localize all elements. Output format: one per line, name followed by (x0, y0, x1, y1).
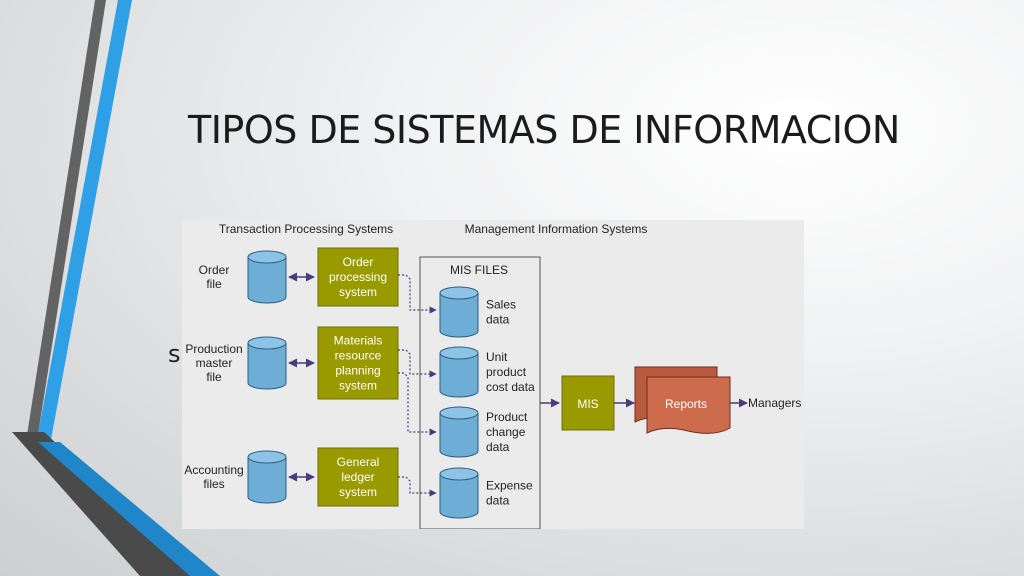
tps-file-cylinder-0-top (247, 250, 287, 264)
tps-file-label-2-line-0: Accounting (184, 463, 243, 477)
tps-file-cylinder-2-body (247, 457, 287, 504)
left-decorative-stripes (12, 0, 220, 576)
tps-system-box-1 (317, 326, 399, 400)
managers-label: Managers (748, 396, 801, 410)
reports-doc-front (646, 376, 731, 434)
mis-file-label-0-line-0: Sales (486, 298, 516, 312)
mis-file-label-3-line-0: Expense (486, 479, 533, 493)
tps-file-label-2-line-1: files (203, 477, 224, 491)
tps-mis-diagram: Transaction Processing Systems Managemen… (182, 220, 804, 529)
tps-file-cylinder-1-top (247, 336, 287, 350)
dotted-connector-1 (398, 349, 437, 378)
tps-system-label-2-line-2: system (339, 485, 377, 499)
mis-file-label-1-line-1: product (486, 365, 527, 379)
tps-system-box-0 (317, 247, 399, 307)
mis-file-label-2-line-0: Product (486, 410, 528, 424)
tps-file-label-0-line-1: file (206, 277, 222, 291)
mis-file-cylinder-1-top (439, 346, 479, 360)
mis-file-cylinder-3-body (439, 474, 479, 519)
tps-system-label-0-line-1: processing (329, 270, 387, 284)
tps-system-label-0-line-2: system (339, 285, 377, 299)
mis-file-label-1-line-2: cost data (486, 380, 535, 394)
diagram-dynamic-layer: OrderfileOrderprocessingsystemProduction… (184, 247, 801, 519)
stripe-bottom-blue (38, 442, 220, 576)
mis-file-label-1-line-0: Unit (486, 350, 508, 364)
mis-files-container (419, 256, 541, 529)
header-tps: Transaction Processing Systems (219, 222, 393, 236)
mis-file-cylinder-0-body (439, 293, 479, 338)
mis-file-cylinder-3-top (439, 467, 479, 481)
tps-file-cylinder-0-body (247, 257, 287, 304)
tps-system-box-2 (317, 447, 399, 507)
tps-system-label-1-line-0: Materials (334, 334, 383, 348)
mis-file-cylinder-2-body (439, 413, 479, 458)
tps-file-label-0-line-0: Order (199, 263, 230, 277)
tps-system-label-1-line-2: planning (335, 364, 380, 378)
mis-file-cylinder-1-body (439, 353, 479, 398)
bullet-text-fragment: s (168, 340, 181, 368)
mis-file-label-2-line-2: data (486, 440, 510, 454)
dotted-connector-3 (398, 476, 437, 497)
tps-system-label-1-line-3: system (339, 379, 377, 393)
mis-file-label-3-line-1: data (486, 494, 510, 508)
tps-file-label-1-line-1: master (196, 356, 233, 370)
stripe-dark (27, 0, 106, 435)
header-mis: Management Information Systems (465, 222, 648, 236)
tps-system-label-2-line-1: ledger (341, 470, 374, 484)
stripe-blue (36, 0, 132, 445)
tps-system-label-2-line-0: General (337, 455, 380, 469)
mis-file-label-2-line-1: change (486, 425, 526, 439)
tps-system-label-0-line-0: Order (343, 255, 374, 269)
slide-title: TIPOS DE SISTEMAS DE INFORMACION (188, 108, 900, 152)
mis-box (561, 375, 615, 431)
mis-files-title: MIS FILES (450, 263, 508, 277)
dotted-connector-2 (398, 372, 437, 436)
tps-file-label-1-line-2: file (206, 370, 222, 384)
mis-box-label: MIS (577, 397, 598, 411)
tps-file-label-1-line-0: Production (185, 342, 242, 356)
mis-file-cylinder-2-top (439, 406, 479, 420)
reports-label: Reports (665, 397, 707, 411)
tps-file-cylinder-2-top (247, 450, 287, 464)
tps-file-cylinder-1-body (247, 343, 287, 390)
tps-system-label-1-line-1: resource (335, 349, 382, 363)
mis-file-cylinder-0-top (439, 286, 479, 300)
dotted-connector-0 (398, 274, 437, 314)
mis-file-label-0-line-1: data (486, 313, 510, 327)
